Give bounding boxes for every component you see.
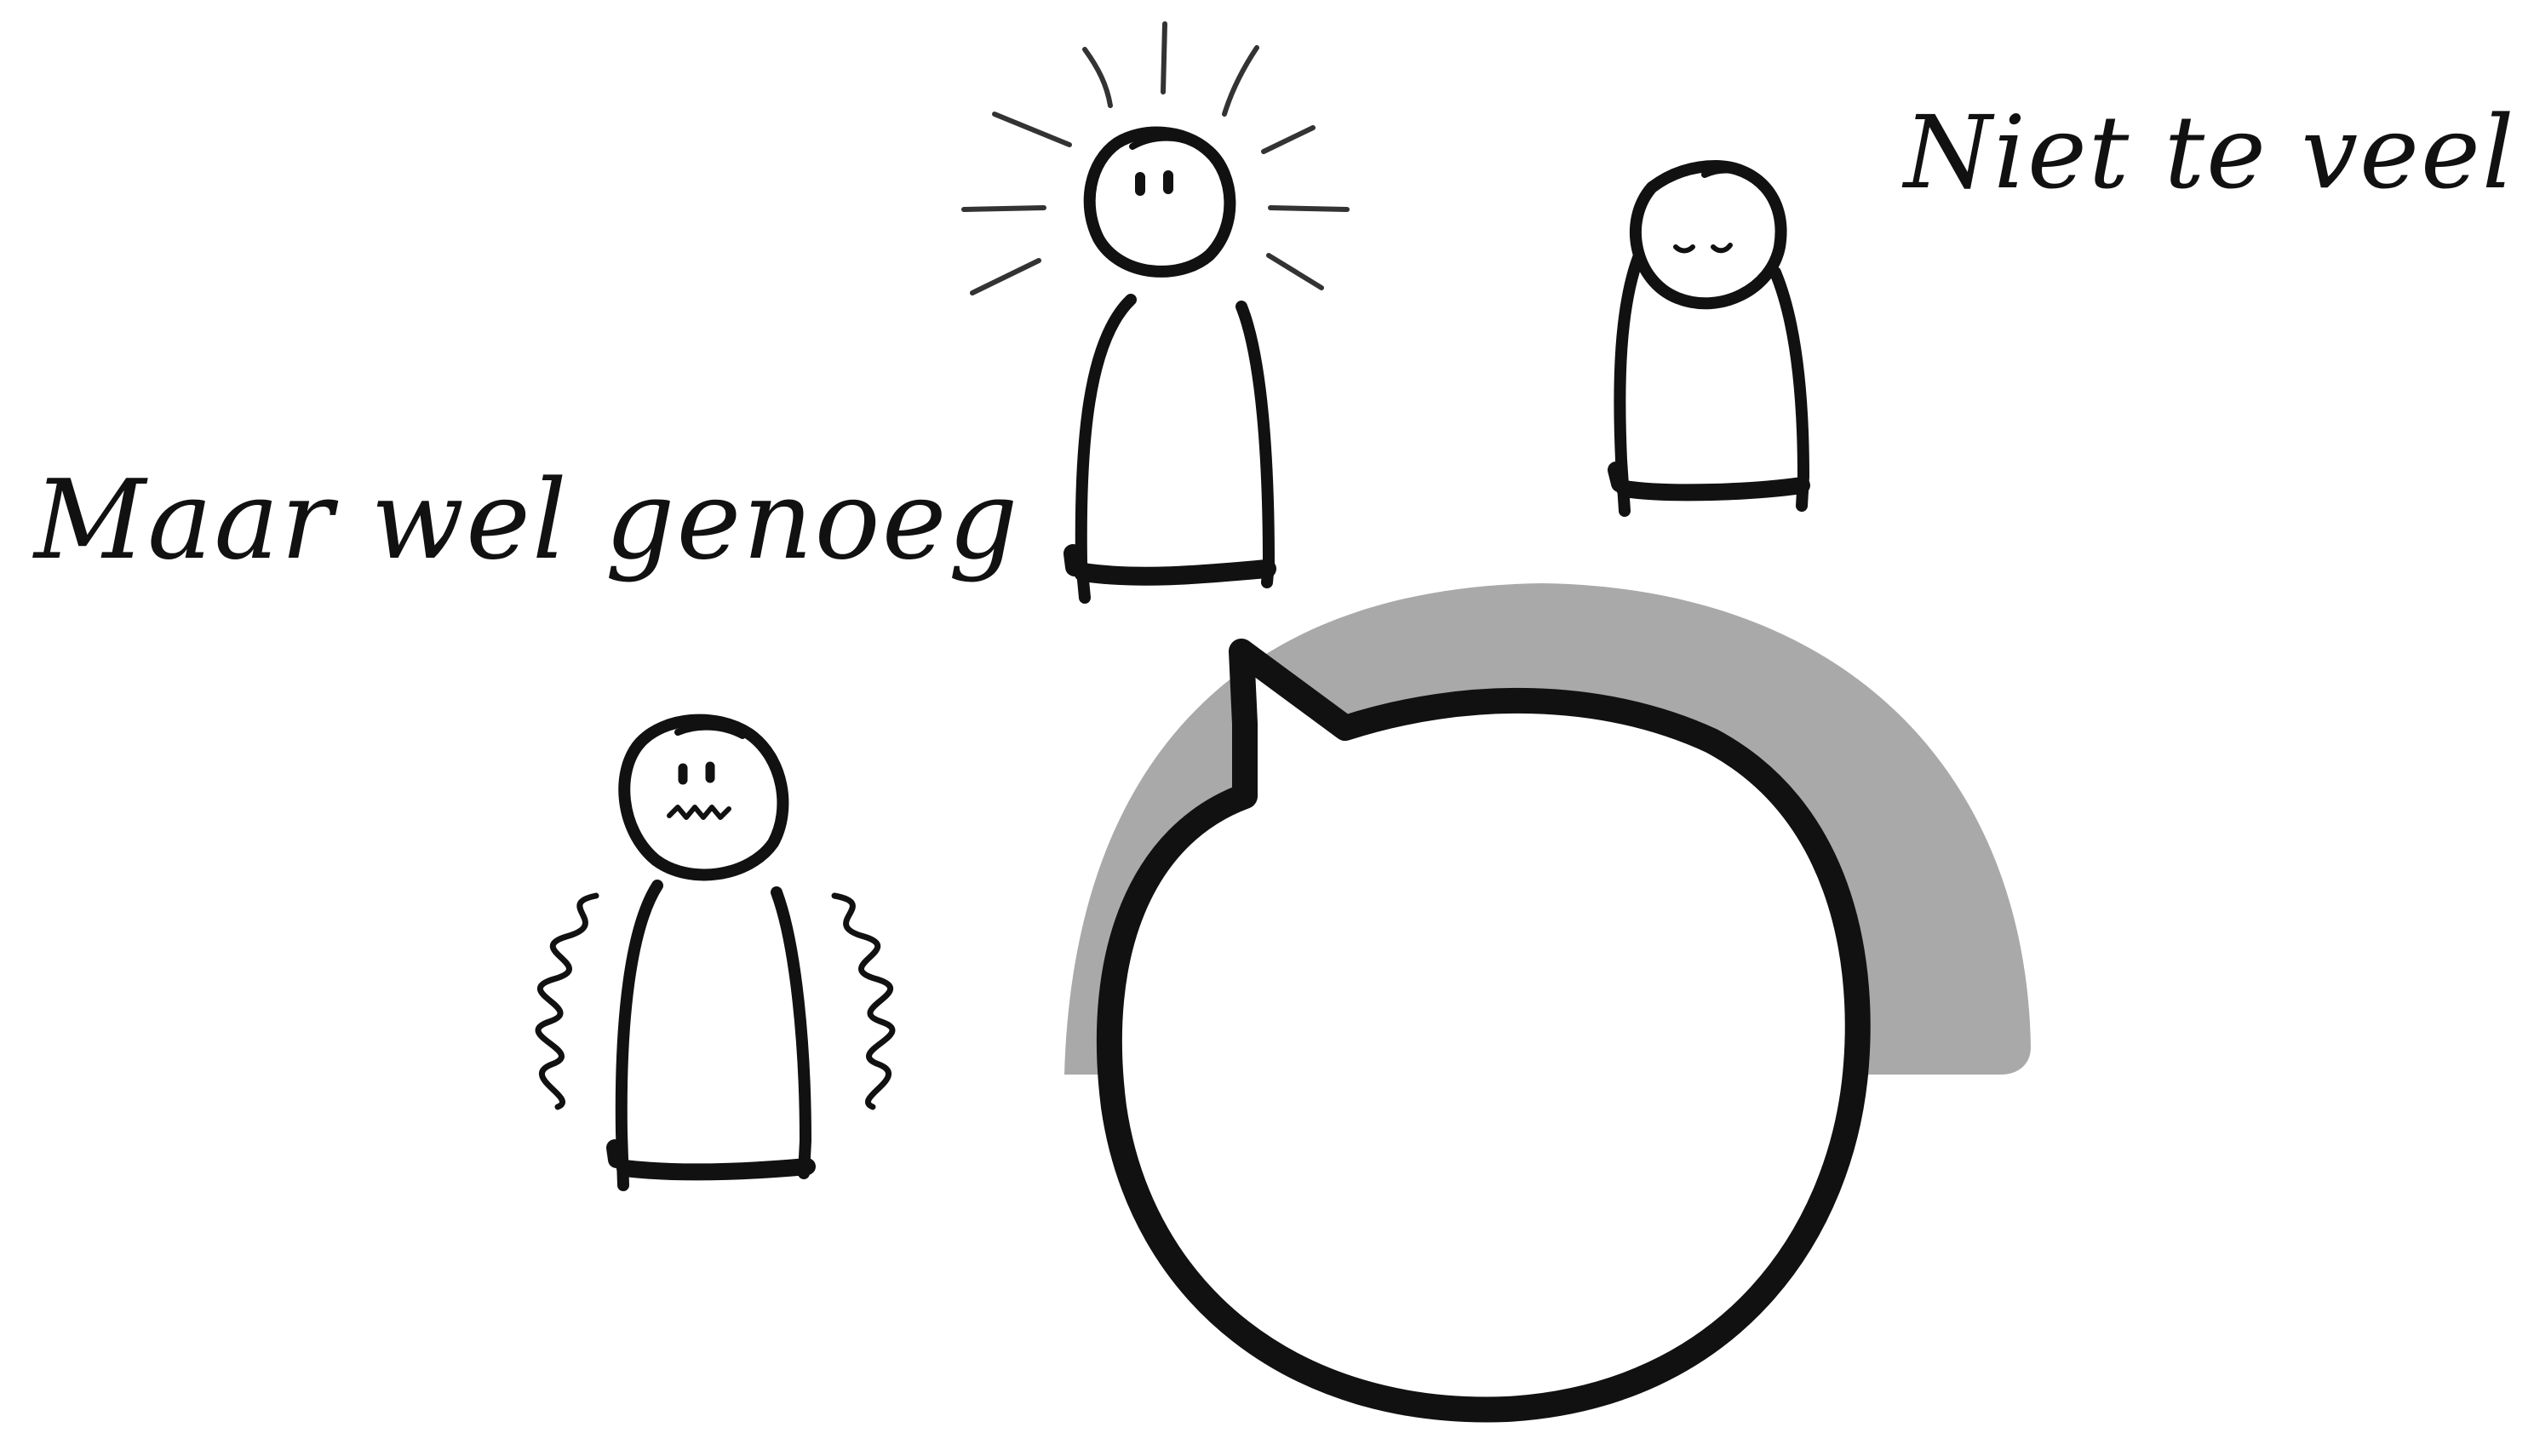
glowing-person-icon	[961, 21, 1350, 604]
label-niet-te-veel: Niet te veel	[1904, 94, 2516, 211]
label-maar-wel-genoeg: Maar wel genoeg	[34, 457, 1020, 584]
sleepy-person-icon	[1608, 160, 1810, 517]
speech-bubble-icon	[1096, 639, 1871, 1423]
anxious-person-icon	[535, 714, 896, 1191]
glow-rays	[961, 21, 1350, 295]
